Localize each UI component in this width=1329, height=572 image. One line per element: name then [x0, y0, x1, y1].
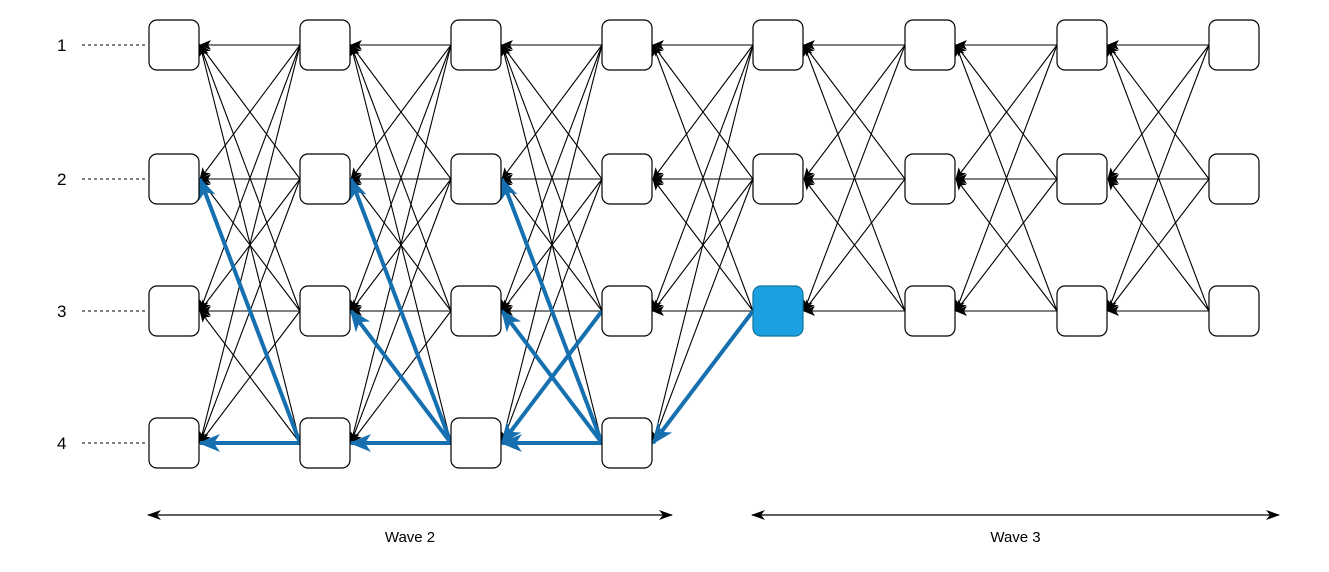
dependency-edge — [803, 44, 906, 180]
dependency-edge — [1107, 44, 1210, 312]
task-node — [299, 19, 351, 71]
task-node — [752, 153, 804, 205]
task-node — [299, 417, 351, 469]
dependency-edge — [197, 44, 301, 444]
task-node — [601, 153, 653, 205]
dependency-edge — [652, 44, 754, 180]
highlighted-edges — [198, 177, 755, 452]
task-node — [601, 19, 653, 71]
highlighted-edge — [198, 177, 302, 444]
dependency-edge — [501, 44, 603, 180]
task-node — [299, 285, 351, 337]
wave-label: Wave 2 — [385, 529, 435, 546]
row-labels: 1 2 3 4 — [57, 36, 146, 453]
wave-ranges: Wave 2 Wave 3 — [147, 510, 1280, 546]
task-node — [1056, 153, 1108, 205]
row-label: 4 — [57, 434, 66, 453]
task-node — [752, 19, 804, 71]
highlighted-edge — [349, 177, 453, 444]
dependency-edge — [199, 310, 301, 444]
task-node — [148, 417, 200, 469]
dependency-edge — [955, 44, 1058, 312]
task-node — [148, 19, 200, 71]
task-node — [601, 417, 653, 469]
highlighted-edge — [651, 309, 755, 445]
task-node — [450, 19, 502, 71]
task-node — [1056, 285, 1108, 337]
dependency-edge — [199, 44, 301, 180]
dependency-edge — [650, 44, 754, 444]
task-node — [148, 153, 200, 205]
dependency-edge — [955, 178, 1058, 312]
highlighted-edge — [500, 309, 604, 445]
wave-label: Wave 3 — [990, 529, 1040, 546]
dependency-edge — [1107, 178, 1210, 312]
task-node — [450, 285, 502, 337]
task-node — [299, 153, 351, 205]
dependency-edge — [350, 44, 452, 180]
row-label: 3 — [57, 302, 66, 321]
task-node — [148, 285, 200, 337]
task-node — [904, 19, 956, 71]
dependency-edge — [803, 44, 906, 312]
dependency-edge — [652, 178, 754, 312]
highlighted-node — [752, 285, 804, 337]
row-label: 2 — [57, 170, 66, 189]
task-node — [904, 153, 956, 205]
task-node — [1208, 153, 1260, 205]
row-label: 1 — [57, 36, 66, 55]
dependency-edge — [1107, 44, 1210, 180]
dependency-edge — [803, 178, 906, 312]
dependency-edge — [652, 44, 754, 312]
highlighted-edge — [500, 177, 604, 444]
dependency-edge — [350, 44, 452, 312]
task-node — [601, 285, 653, 337]
nodes — [148, 19, 1260, 469]
dependency-edge — [348, 44, 452, 444]
task-node — [1208, 19, 1260, 71]
task-node — [904, 285, 956, 337]
edges — [197, 40, 1210, 444]
dependency-edge — [501, 44, 603, 312]
dependency-edge — [955, 44, 1058, 180]
dependency-edge — [199, 44, 301, 312]
highlighted-edge — [349, 309, 453, 445]
task-node — [450, 153, 502, 205]
task-node — [1056, 19, 1108, 71]
task-node — [1208, 285, 1260, 337]
task-node — [450, 417, 502, 469]
dependency-edge — [499, 44, 603, 444]
